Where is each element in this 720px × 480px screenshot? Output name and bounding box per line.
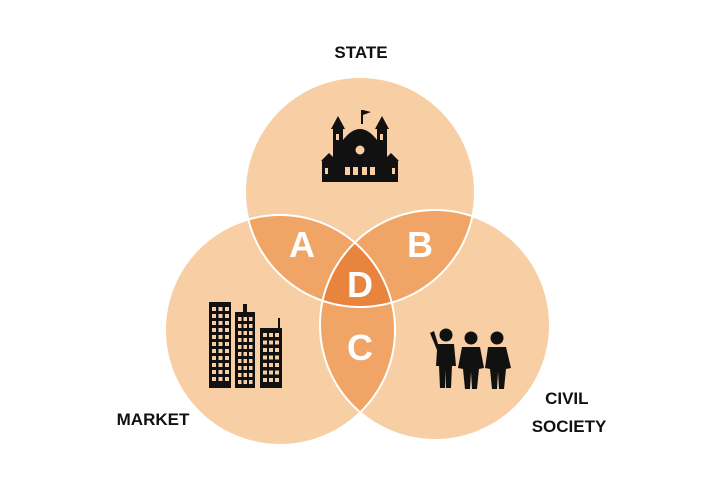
window [263,348,267,352]
window [225,335,229,339]
region-label-a: A [289,224,315,265]
window [238,352,242,356]
region-label-d: D [347,264,373,305]
window [218,349,223,353]
window [263,355,267,360]
region-label-c: C [347,327,373,368]
window [263,378,267,382]
window [238,380,242,384]
window [263,363,267,367]
window [243,324,247,328]
window [269,348,273,352]
government-building-icon [321,110,399,182]
window [218,363,223,367]
window [212,377,216,381]
window [212,363,216,367]
window [212,349,216,353]
window [218,307,223,311]
window [249,366,253,370]
skyscrapers-icon [209,302,282,388]
window [249,345,253,349]
window [212,370,216,374]
window [275,370,279,375]
window [218,356,223,360]
window [238,359,242,363]
window [225,321,229,325]
window [249,373,253,377]
window [243,317,247,321]
label-civil-line-1: CIVIL [545,389,588,408]
window [243,345,247,349]
window [238,345,242,349]
window [243,366,247,370]
window [225,307,229,311]
window [225,363,229,367]
window [249,331,253,335]
window [269,355,273,360]
label-state: STATE [334,43,387,62]
window [269,363,273,367]
label-market: MARKET [117,410,190,429]
window [238,366,242,370]
window [243,338,247,342]
window [225,328,229,332]
window [275,340,279,345]
window [263,340,267,345]
window [218,377,223,381]
window [275,333,279,337]
window [249,338,253,342]
window [212,321,216,325]
window [243,359,247,363]
window [249,352,253,356]
window [225,377,229,381]
window [238,324,242,328]
window [212,314,216,318]
window [218,314,223,318]
window [243,352,247,356]
window [269,333,273,337]
label-civil-line-2: SOCIETY [532,417,607,436]
window [275,355,279,360]
people-group-icon [430,328,511,389]
window [238,317,242,321]
window [263,333,267,337]
window [249,317,253,321]
window [269,340,273,345]
window [225,342,229,346]
window [212,342,216,346]
window [275,378,279,382]
window [225,356,229,360]
window [243,373,247,377]
building-windows [212,307,279,384]
window [269,378,273,382]
window [269,370,273,375]
window [249,380,253,384]
window [225,314,229,318]
window [249,324,253,328]
window [238,338,242,342]
window [218,342,223,346]
window [243,331,247,335]
window [218,335,223,339]
window [275,348,279,352]
window [225,370,229,374]
region-label-b: B [407,224,433,265]
window [263,370,267,375]
window [218,370,223,374]
circle-outlines [164,76,551,446]
window [238,331,242,335]
window [243,380,247,384]
window [212,356,216,360]
window [238,373,242,377]
window [249,359,253,363]
window [225,349,229,353]
window [218,328,223,332]
window [275,363,279,367]
label-civil-society: CIVIL SOCIETY [532,389,607,436]
window [212,307,216,311]
window [212,335,216,339]
window [218,321,223,325]
window [212,328,216,332]
